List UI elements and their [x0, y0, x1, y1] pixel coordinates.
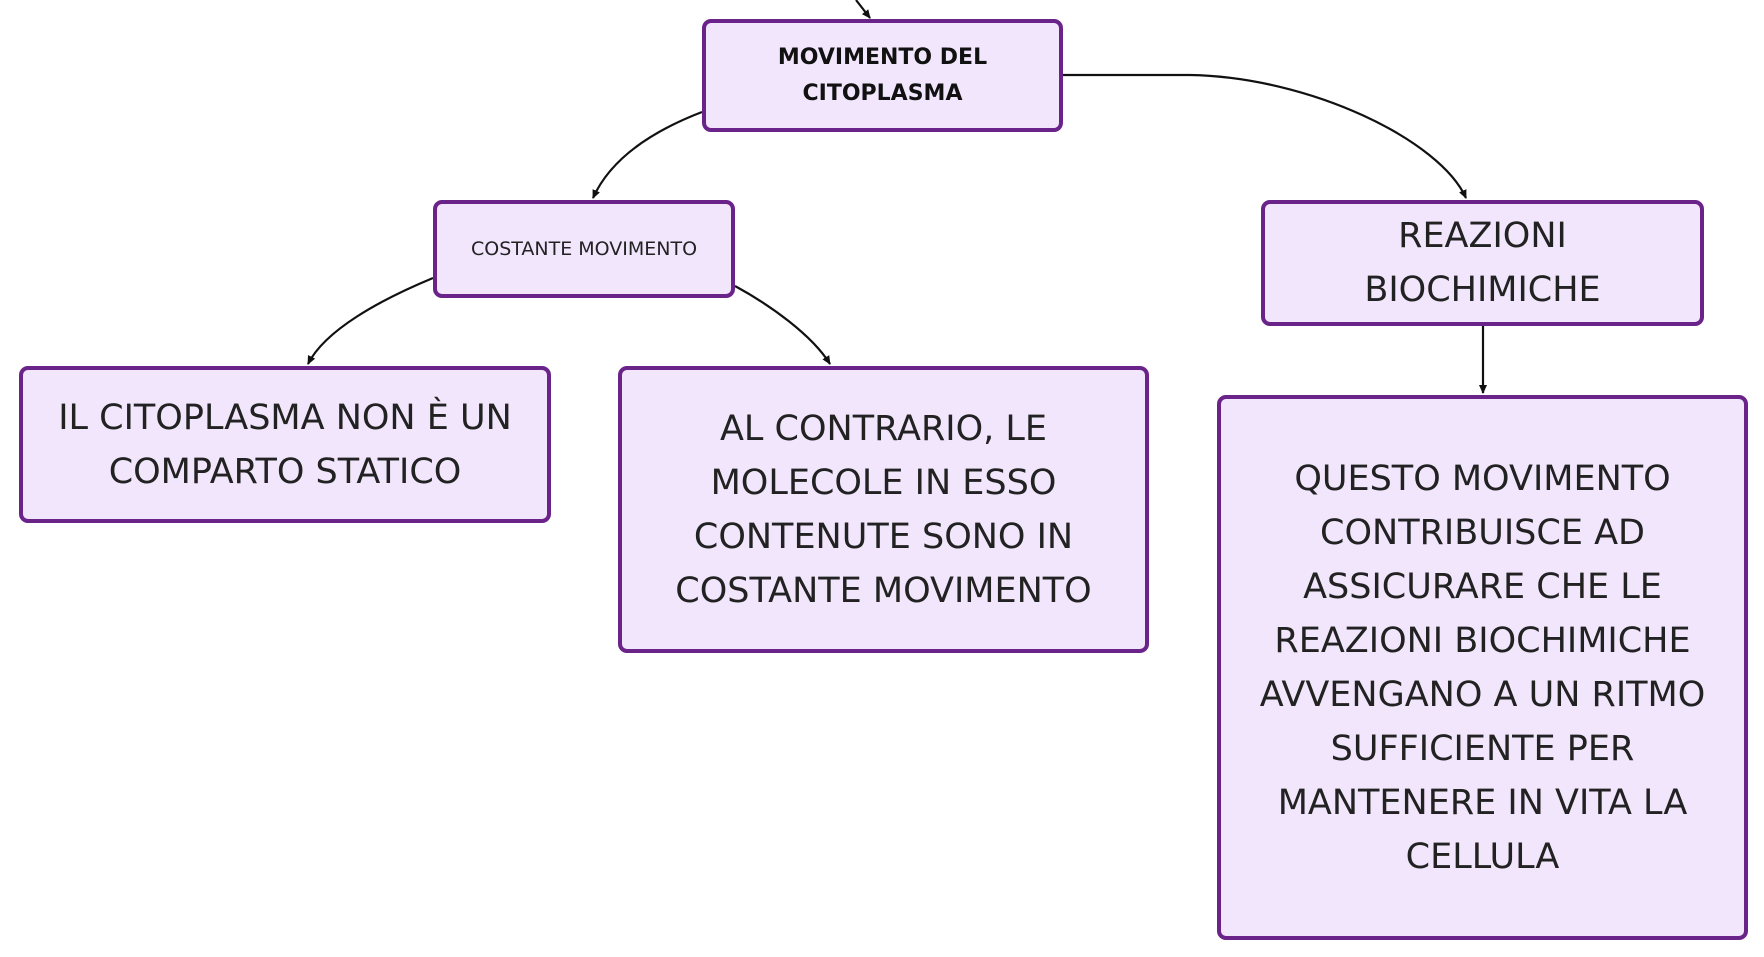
node-label: REAZIONI BIOCHIMICHE [1364, 216, 1601, 310]
connector-incoming-root [855, 0, 871, 19]
node-label: QUESTO MOVIMENTO CONTRIBUISCE AD ASSICUR… [1259, 458, 1706, 877]
node-costante-movimento[interactable]: COSTANTE MOVIMENTO [433, 200, 735, 298]
connector-costante-to-statico [307, 276, 434, 365]
node-label: AL CONTRARIO, LE MOLECOLE IN ESSO CONTEN… [675, 408, 1092, 611]
connector-root-to-costante [591, 110, 703, 199]
connector-costante-to-contrario [734, 285, 831, 365]
node-reazioni-ritmo-sufficiente[interactable]: QUESTO MOVIMENTO CONTRIBUISCE AD ASSICUR… [1217, 395, 1748, 940]
node-label: IL CITOPLASMA NON È UN COMPARTO STATICO [58, 397, 512, 492]
node-molecole-in-movimento[interactable]: AL CONTRARIO, LE MOLECOLE IN ESSO CONTEN… [618, 366, 1149, 653]
node-label: COSTANTE MOVIMENTO [470, 238, 698, 260]
node-reazioni-biochimiche[interactable]: REAZIONI BIOCHIMICHE [1261, 200, 1704, 326]
node-movimento-del-citoplasma[interactable]: MOVIMENTO DEL CITOPLASMA [702, 19, 1063, 132]
connector-root-to-reazioni [1063, 73, 1468, 199]
node-citoplasma-non-statico[interactable]: IL CITOPLASMA NON È UN COMPARTO STATICO [19, 366, 551, 523]
node-label: MOVIMENTO DEL CITOPLASMA [777, 44, 988, 106]
